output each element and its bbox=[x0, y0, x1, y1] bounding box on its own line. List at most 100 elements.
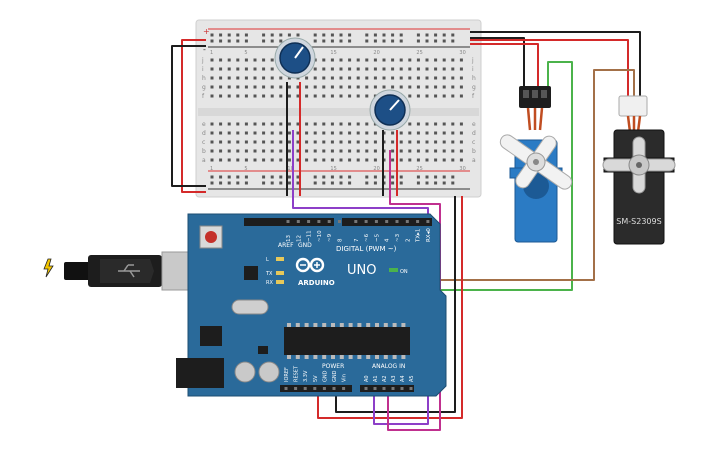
breadboard-hole[interactable] bbox=[270, 175, 274, 179]
breadboard-hole[interactable] bbox=[279, 76, 283, 80]
breadboard-hole[interactable] bbox=[416, 122, 420, 126]
breadboard-hole[interactable] bbox=[313, 122, 317, 126]
breadboard-hole[interactable] bbox=[253, 58, 257, 62]
breadboard-hole[interactable] bbox=[416, 39, 420, 43]
breadboard-hole[interactable] bbox=[279, 85, 283, 89]
breadboard-hole[interactable] bbox=[322, 39, 326, 43]
breadboard-hole[interactable] bbox=[210, 76, 214, 80]
breadboard-hole[interactable] bbox=[416, 131, 420, 135]
breadboard-hole[interactable] bbox=[434, 85, 438, 89]
breadboard-hole[interactable] bbox=[416, 58, 420, 62]
wire-black-left-rail[interactable] bbox=[171, 45, 206, 187]
breadboard-hole[interactable] bbox=[348, 175, 352, 179]
breadboard-hole[interactable] bbox=[313, 131, 317, 135]
breadboard-hole[interactable] bbox=[459, 140, 463, 144]
breadboard-hole[interactable] bbox=[434, 94, 438, 98]
breadboard-hole[interactable] bbox=[365, 85, 369, 89]
power-pin-socket[interactable] bbox=[332, 387, 336, 390]
breadboard-hole[interactable] bbox=[451, 131, 455, 135]
breadboard-hole[interactable] bbox=[425, 181, 429, 185]
breadboard-hole[interactable] bbox=[279, 149, 283, 153]
breadboard-hole[interactable] bbox=[442, 85, 446, 89]
breadboard-hole[interactable] bbox=[356, 94, 360, 98]
breadboard-hole[interactable] bbox=[296, 140, 300, 144]
breadboard-hole[interactable] bbox=[322, 33, 326, 37]
breadboard-hole[interactable] bbox=[339, 58, 343, 62]
breadboard-hole[interactable] bbox=[322, 158, 326, 162]
breadboard-hole[interactable] bbox=[442, 181, 446, 185]
analog-pin-socket[interactable] bbox=[382, 387, 386, 390]
breadboard-hole[interactable] bbox=[416, 140, 420, 144]
servo-standard[interactable]: SM-S2309S bbox=[602, 95, 676, 245]
breadboard-hole[interactable] bbox=[451, 181, 455, 185]
breadboard-hole[interactable] bbox=[279, 122, 283, 126]
breadboard-holes[interactable] bbox=[210, 33, 463, 185]
breadboard-hole[interactable] bbox=[227, 122, 231, 126]
breadboard-hole[interactable] bbox=[210, 131, 214, 135]
breadboard-hole[interactable] bbox=[219, 158, 223, 162]
breadboard-hole[interactable] bbox=[322, 149, 326, 153]
breadboard-hole[interactable] bbox=[313, 158, 317, 162]
header-analog[interactable] bbox=[360, 385, 414, 392]
breadboard-hole[interactable] bbox=[459, 131, 463, 135]
breadboard-hole[interactable] bbox=[322, 94, 326, 98]
analog-pin-socket[interactable] bbox=[364, 387, 368, 390]
breadboard-hole[interactable] bbox=[262, 67, 266, 71]
breadboard-hole[interactable] bbox=[356, 122, 360, 126]
wire-black-arduino-gnd[interactable] bbox=[335, 196, 456, 413]
breadboard-hole[interactable] bbox=[339, 175, 343, 179]
breadboard-hole[interactable] bbox=[391, 149, 395, 153]
breadboard-hole[interactable] bbox=[365, 94, 369, 98]
breadboard-hole[interactable] bbox=[279, 33, 283, 37]
breadboard-hole[interactable] bbox=[339, 131, 343, 135]
breadboard-hole[interactable] bbox=[391, 140, 395, 144]
breadboard-hole[interactable] bbox=[425, 94, 429, 98]
breadboard-hole[interactable] bbox=[330, 140, 334, 144]
breadboard-hole[interactable] bbox=[313, 181, 317, 185]
breadboard-hole[interactable] bbox=[373, 149, 377, 153]
breadboard-hole[interactable] bbox=[442, 149, 446, 153]
breadboard-hole[interactable] bbox=[305, 140, 309, 144]
breadboard-hole[interactable] bbox=[227, 158, 231, 162]
breadboard-hole[interactable] bbox=[339, 149, 343, 153]
breadboard-hole[interactable] bbox=[219, 33, 223, 37]
breadboard-hole[interactable] bbox=[451, 122, 455, 126]
breadboard-hole[interactable] bbox=[279, 175, 283, 179]
breadboard-hole[interactable] bbox=[391, 58, 395, 62]
breadboard-hole[interactable] bbox=[236, 33, 240, 37]
breadboard-hole[interactable] bbox=[365, 76, 369, 80]
breadboard-hole[interactable] bbox=[253, 131, 257, 135]
breadboard-hole[interactable] bbox=[356, 76, 360, 80]
breadboard-hole[interactable] bbox=[425, 175, 429, 179]
breadboard-hole[interactable] bbox=[373, 175, 377, 179]
digital-pin-socket[interactable] bbox=[416, 220, 420, 223]
breadboard-hole[interactable] bbox=[270, 158, 274, 162]
breadboard-hole[interactable] bbox=[442, 33, 446, 37]
breadboard-hole[interactable] bbox=[416, 158, 420, 162]
breadboard-hole[interactable] bbox=[296, 85, 300, 89]
breadboard-hole[interactable] bbox=[305, 85, 309, 89]
breadboard-hole[interactable] bbox=[219, 39, 223, 43]
breadboard-hole[interactable] bbox=[408, 158, 412, 162]
breadboard-hole[interactable] bbox=[373, 85, 377, 89]
breadboard-hole[interactable] bbox=[348, 76, 352, 80]
breadboard-hole[interactable] bbox=[270, 67, 274, 71]
breadboard-hole[interactable] bbox=[262, 140, 266, 144]
breadboard-hole[interactable] bbox=[296, 131, 300, 135]
breadboard-hole[interactable] bbox=[322, 85, 326, 89]
breadboard-hole[interactable] bbox=[210, 149, 214, 153]
analog-pin-socket[interactable] bbox=[400, 387, 404, 390]
breadboard-hole[interactable] bbox=[348, 158, 352, 162]
breadboard-hole[interactable] bbox=[459, 58, 463, 62]
breadboard-hole[interactable] bbox=[330, 58, 334, 62]
breadboard-hole[interactable] bbox=[219, 67, 223, 71]
digital-pin-socket[interactable] bbox=[405, 220, 409, 223]
breadboard-hole[interactable] bbox=[399, 175, 403, 179]
digital-pin-socket[interactable] bbox=[354, 220, 358, 223]
breadboard-hole[interactable] bbox=[434, 149, 438, 153]
breadboard-hole[interactable] bbox=[348, 149, 352, 153]
breadboard-hole[interactable] bbox=[313, 85, 317, 89]
breadboard-hole[interactable] bbox=[451, 175, 455, 179]
breadboard-hole[interactable] bbox=[339, 158, 343, 162]
breadboard-hole[interactable] bbox=[279, 39, 283, 43]
